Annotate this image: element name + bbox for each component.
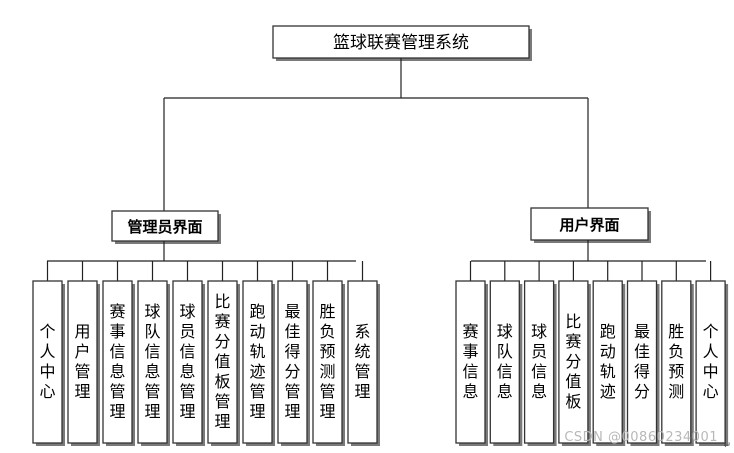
admin-leaf-box: [312, 280, 343, 444]
root-box: [272, 25, 530, 59]
user-leaf-box: [489, 280, 520, 444]
watermark: CSDN @00860234001: [564, 430, 718, 445]
user-branch-label: 用户界面: [559, 216, 619, 234]
admin-leaf-label: 个人中心: [39, 322, 55, 401]
admin-leaf-box: [32, 280, 63, 444]
paragraph-mark: ↵: [723, 441, 731, 451]
admin-leaf-box: [67, 280, 98, 444]
admin-leaf-box: [277, 280, 308, 444]
admin-leaf-label: 赛事信息管理: [109, 302, 125, 421]
root-title: 篮球联赛管理系统: [333, 32, 469, 53]
admin-leaf-label: 胜负预测管理: [319, 302, 335, 421]
user-leaf-label: 球队信息: [497, 322, 513, 401]
user-leaf-label: 跑动轨迹: [600, 322, 616, 401]
admin-leaf-label: 比赛分值板管理: [214, 292, 230, 431]
user-leaf-box: [455, 280, 486, 444]
user-leaf-box: [661, 280, 692, 444]
admin-leaf-label: 球员信息管理: [179, 302, 195, 421]
admin-leaf-label: 球队信息管理: [144, 302, 160, 421]
admin-leaf-box: [137, 280, 168, 444]
user-branch-box: [530, 207, 649, 241]
user-leaf-box: [626, 280, 658, 444]
user-leaf-box: [523, 280, 555, 444]
admin-leaf-label: 系统管理: [354, 322, 370, 401]
user-leaf-label: 赛事信息: [462, 322, 478, 401]
admin-branch-box: [111, 210, 219, 242]
user-leaf-box: [558, 280, 589, 444]
admin-leaf-box: [172, 280, 203, 444]
user-leaf-label: 球员信息: [531, 322, 547, 401]
user-leaf-box: [695, 280, 726, 444]
admin-leaf-box: [347, 280, 378, 444]
admin-leaf-box: [207, 280, 238, 444]
user-leaf-label: 最佳得分: [634, 322, 650, 401]
admin-leaf-label: 用户管理: [74, 322, 90, 401]
user-leaf-label: 比赛分值板: [565, 312, 581, 411]
user-leaf-label: 个人中心: [703, 322, 719, 401]
user-leaf-box: [592, 280, 623, 444]
admin-leaf-box: [102, 280, 133, 444]
user-leaf-label: 胜负预测: [668, 322, 684, 401]
admin-branch-label: 管理员界面: [127, 218, 202, 236]
admin-leaf-label: 跑动轨迹管理: [249, 302, 265, 421]
admin-leaf-box: [242, 280, 273, 444]
admin-leaf-label: 最佳得分管理: [284, 302, 300, 421]
